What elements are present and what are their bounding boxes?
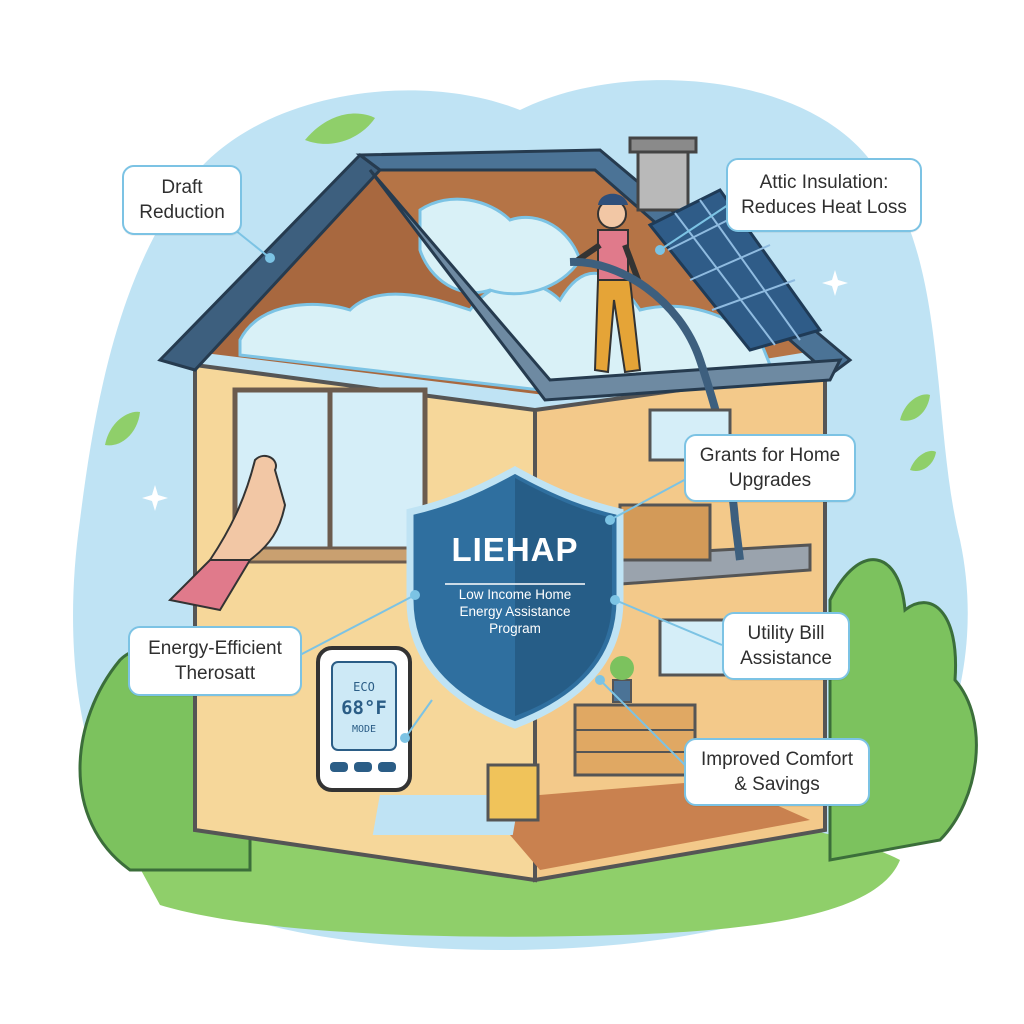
callout-text: Assistance <box>740 648 832 669</box>
connector-dots <box>265 245 665 743</box>
callout-text: Reduces Heat Loss <box>741 197 907 218</box>
shield-label: LIEHAP Low Income Home Energy Assistance… <box>420 530 610 637</box>
thermostat-temperature: 68°F <box>341 697 387 719</box>
sleeve <box>167 559 252 612</box>
callout-grants: Grants for Home Upgrades <box>684 434 856 502</box>
leaf-icon <box>900 394 930 421</box>
roof-front-edge <box>368 169 843 402</box>
callout-text: Energy-Efficient <box>148 638 282 659</box>
callout-text: Improved Comfort <box>700 749 854 770</box>
chimney <box>636 148 690 212</box>
upper-room-cabinet <box>618 503 712 562</box>
connector-lines <box>234 204 729 766</box>
program-acronym: LIEHAP <box>451 531 579 568</box>
thermostat-button[interactable] <box>330 762 348 772</box>
callout-text: Therosatt <box>174 663 256 684</box>
thermostat-button[interactable] <box>354 762 372 772</box>
program-name-line-1: Low Income Home <box>458 587 572 602</box>
callout-text: Attic Insulation: <box>759 172 889 193</box>
thermostat-label: MODE <box>351 724 377 735</box>
callout-attic-insulation: Attic Insulation: Reduces Heat Loss <box>726 158 922 232</box>
callout-utility-bill: Utility Bill Assistance <box>722 612 850 680</box>
program-name-line-2: Energy Assistance <box>459 604 571 619</box>
callout-text: & Savings <box>734 774 820 795</box>
callout-text: Upgrades <box>728 470 812 491</box>
program-name-line-3: Program <box>489 621 541 636</box>
callout-text: Utility Bill <box>747 623 825 644</box>
sparkle-icon <box>822 270 848 296</box>
dresser <box>573 703 697 777</box>
leaf-icon <box>105 411 140 446</box>
callout-text: Draft <box>161 177 203 198</box>
callout-text: Reduction <box>139 202 225 223</box>
hand-sealing-window <box>208 454 287 561</box>
thermostat-button[interactable] <box>378 762 396 772</box>
solar-panel-grid <box>667 199 801 346</box>
leaf-icon <box>305 113 375 144</box>
rug <box>372 795 520 835</box>
armchair <box>486 763 540 822</box>
callout-comfort-savings: Improved Comfort & Savings <box>684 738 870 806</box>
thermostat-mode: ECO <box>353 680 375 694</box>
leaf-icon <box>910 450 936 471</box>
callout-text: Grants for Home <box>699 445 841 466</box>
chimney-cap <box>628 136 698 154</box>
plant-pot <box>612 679 632 703</box>
worker-figure <box>573 193 643 374</box>
sparkle-icon <box>142 485 168 511</box>
thermostat-screen <box>331 661 397 751</box>
callout-thermostat: Energy-Efficient Therosatt <box>128 626 302 696</box>
shield-highlight <box>515 478 612 716</box>
callout-draft-reduction: Draft Reduction <box>122 165 242 235</box>
